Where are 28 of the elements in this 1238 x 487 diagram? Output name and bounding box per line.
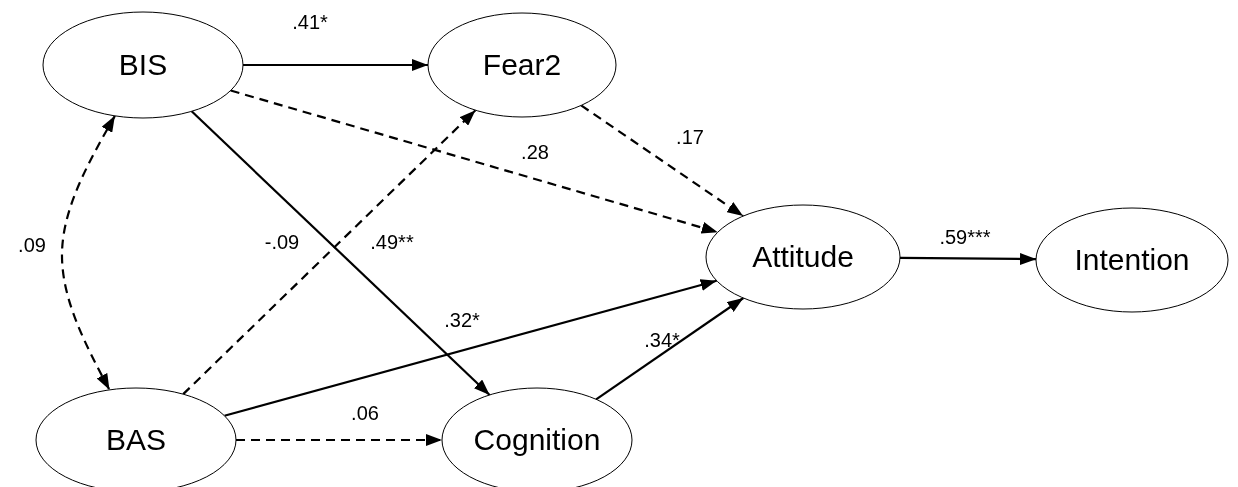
variable-ellipse [428,13,616,117]
path-coefficient: -.09 [264,230,300,254]
variable-name: BIS [118,48,168,82]
path-coefficient: .59*** [939,225,991,249]
variable-name: Cognition [473,423,601,457]
variable-ellipse [43,12,243,118]
variable-ellipse [706,205,900,309]
path-coefficient: .28 [521,140,549,164]
path-arrow [236,434,442,446]
path-arrow [243,59,428,71]
path-coefficient: .49** [370,230,414,254]
path-coefficient: .41* [292,10,328,34]
path-arrow [580,104,744,217]
variable-name: Intention [1074,243,1190,277]
variable-name: Fear2 [482,48,562,82]
path-arrow [899,253,1037,265]
path-coefficient: .09 [18,233,46,257]
path-coefficient: .06 [351,401,379,425]
variable-ellipse [1036,208,1228,312]
path-arrow [224,279,717,417]
path-coefficient: .32* [444,308,480,332]
path-arrow [595,297,744,401]
path-arrow [230,89,719,234]
variable-name: Attitude [752,240,854,274]
path-coefficient: .17 [676,125,704,149]
path-arrow [60,115,116,391]
variable-name: BAS [106,423,166,457]
path-coefficient: .34* [644,328,680,352]
